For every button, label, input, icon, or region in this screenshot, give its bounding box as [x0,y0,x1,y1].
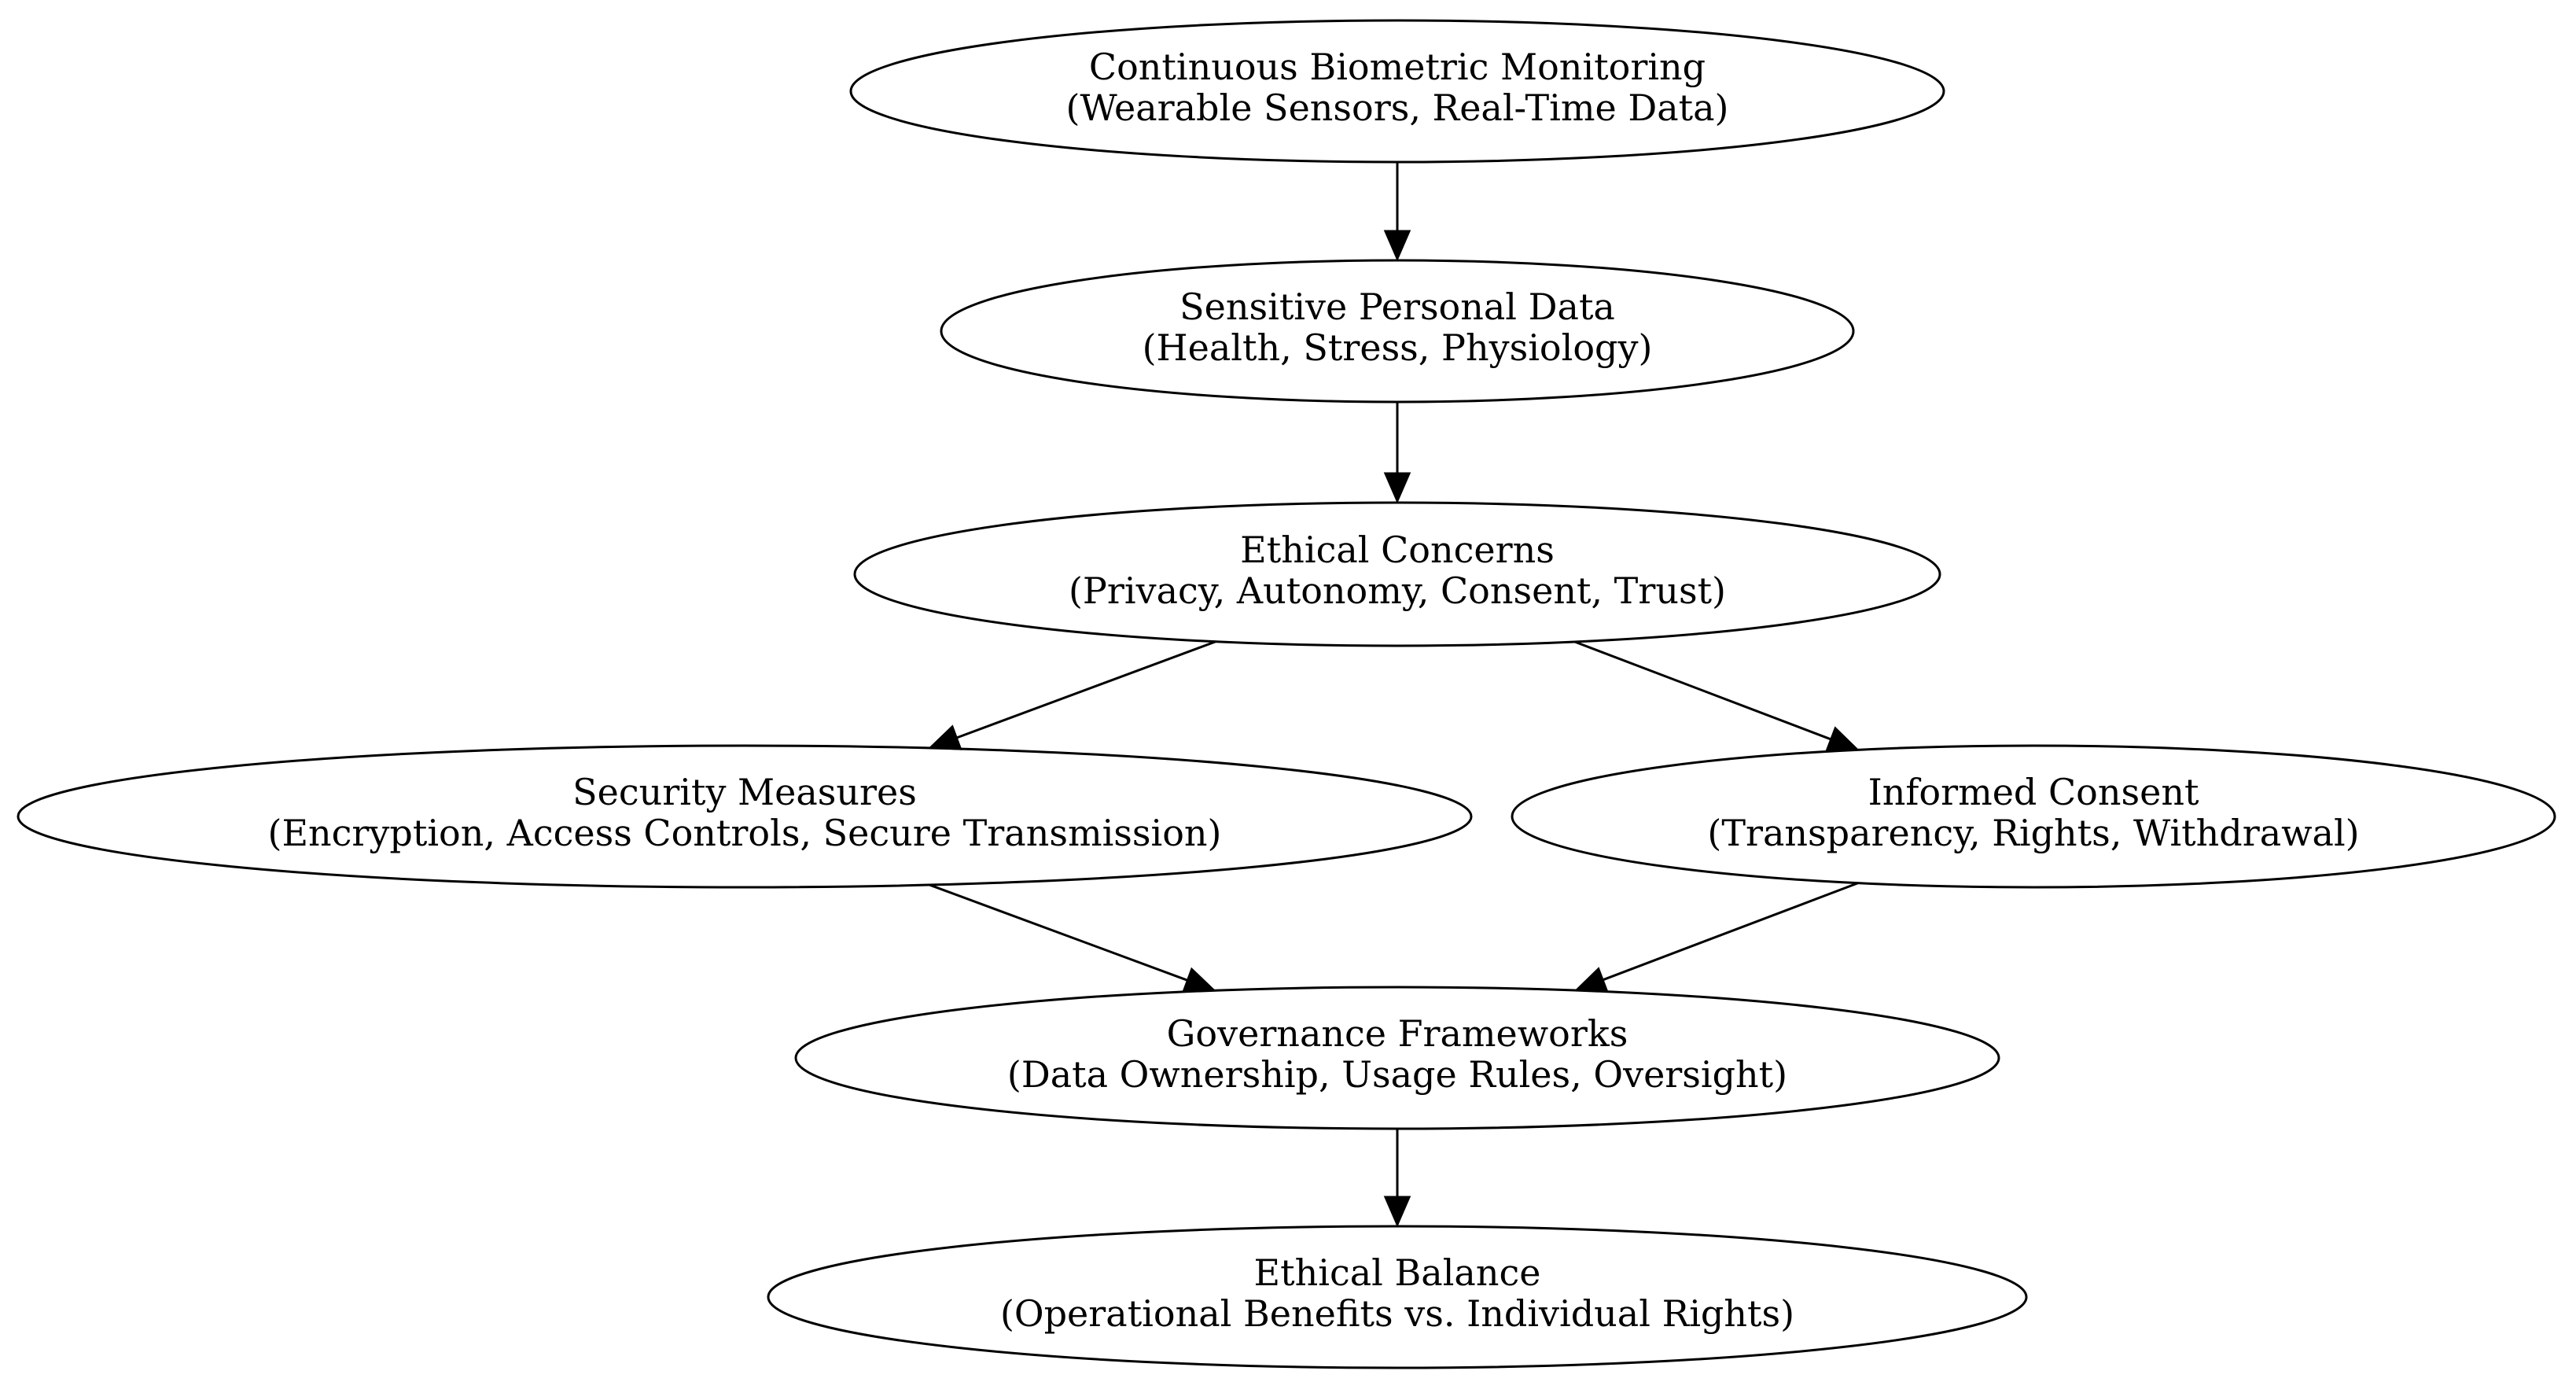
node-ellipse-security [17,744,1473,889]
node-governance: Governance Frameworks(Data Ownership, Us… [794,986,2000,1130]
node-label-balance: Ethical Balance(Operational Benefits vs.… [1000,1251,1794,1335]
node-label-line1: Governance Frameworks [1167,1012,1628,1055]
node-security: Security Measures(Encryption, Access Con… [17,744,1473,889]
node-label-line2: (Transparency, Rights, Withdrawal) [1707,812,2359,854]
edge-arrowhead [928,724,962,750]
edge-personal_data-ethical_concerns [1383,402,1411,504]
node-label-line2: (Privacy, Autonomy, Consent, Trust) [1069,569,1726,612]
node-personal_data: Sensitive Personal Data(Health, Stress, … [940,259,1855,404]
node-label-line1: Continuous Biometric Monitoring [1089,46,1706,88]
node-label-line2: (Encryption, Access Controls, Secure Tra… [268,812,1222,854]
node-label-governance: Governance Frameworks(Data Ownership, Us… [1007,1012,1787,1096]
node-label-line2: (Wearable Sensors, Real-Time Data) [1066,87,1729,129]
node-label-consent: Informed Consent(Transparency, Rights, W… [1707,771,2359,854]
edge-line [1574,640,1831,741]
edge-arrowhead [1574,967,1609,993]
node-balance: Ethical Balance(Operational Benefits vs.… [767,1225,2028,1369]
node-consent: Informed Consent(Transparency, Rights, W… [1511,744,2556,889]
edge-line [956,640,1216,739]
node-label-personal_data: Sensitive Personal Data(Health, Stress, … [1143,286,1653,369]
node-label-line1: Informed Consent [1868,771,2199,813]
node-label-line1: Ethical Concerns [1240,529,1555,571]
node-label-line2: (Health, Stress, Physiology) [1143,326,1653,369]
edge-arrowhead [1383,472,1411,504]
node-label-line2: (Operational Benefits vs. Individual Rig… [1000,1292,1794,1335]
node-label-line1: Security Measures [572,771,917,813]
edge-arrowhead [1825,726,1860,752]
edge-security-governance [929,883,1216,993]
node-monitoring: Continuous Biometric Monitoring(Wearable… [849,19,1945,164]
edge-line [929,883,1188,982]
edge-ethical_concerns-consent [1574,640,1860,752]
edge-arrowhead [1383,230,1411,262]
node-label-ethical_concerns: Ethical Concerns(Privacy, Autonomy, Cons… [1069,529,1726,612]
node-ellipse-consent [1511,744,2556,889]
edge-monitoring-personal_data [1383,162,1411,262]
edge-governance-balance [1383,1129,1411,1228]
edge-line [1603,882,1859,981]
edge-arrowhead [1383,1196,1411,1228]
edge-consent-governance [1574,882,1859,993]
node-ethical_concerns: Ethical Concerns(Privacy, Autonomy, Cons… [853,501,1941,647]
node-label-line1: Ethical Balance [1254,1251,1541,1294]
node-label-monitoring: Continuous Biometric Monitoring(Wearable… [1066,46,1729,129]
edge-ethical_concerns-security [928,640,1216,750]
node-label-line1: Sensitive Personal Data [1179,286,1615,328]
edge-arrowhead [1182,967,1216,993]
node-label-line2: (Data Ownership, Usage Rules, Oversight) [1007,1053,1787,1096]
node-label-security: Security Measures(Encryption, Access Con… [268,771,1222,854]
